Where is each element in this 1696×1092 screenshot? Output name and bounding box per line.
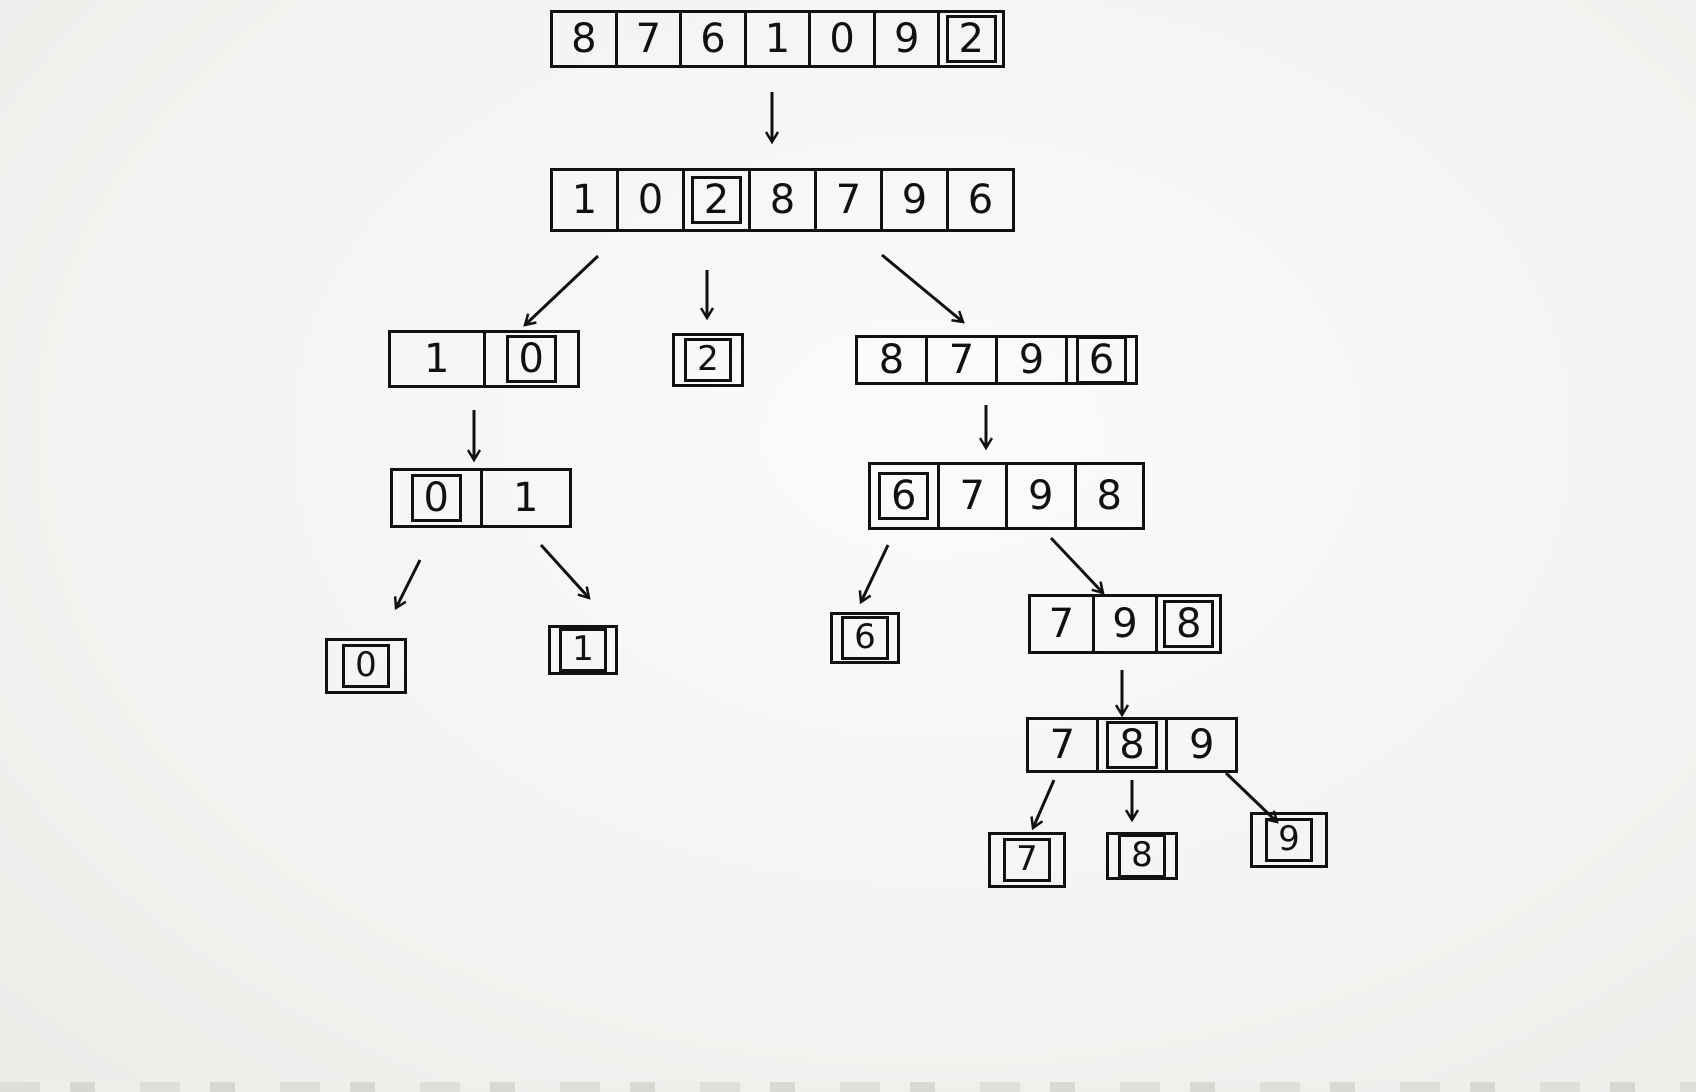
array-cell-pivot: 0 bbox=[393, 471, 480, 525]
array-cell: 7 bbox=[1048, 601, 1075, 647]
array-cell: 8 bbox=[571, 16, 597, 62]
array-cell-pivot: 6 bbox=[871, 465, 937, 527]
pivot-marker: 1 bbox=[559, 628, 607, 672]
array-cell: 0 bbox=[808, 13, 873, 65]
pivot-marker: 8 bbox=[1162, 600, 1215, 648]
pivot-marker: 2 bbox=[690, 176, 743, 224]
leaf-node: 1 bbox=[548, 625, 618, 675]
array-cell: 6 bbox=[946, 171, 1012, 229]
pivot-marker: 0 bbox=[505, 335, 557, 383]
array-cell: 7 bbox=[936, 465, 1006, 527]
pivot-marker: 6 bbox=[841, 616, 889, 660]
pivot-marker: 0 bbox=[410, 474, 462, 522]
array-cell: 7 bbox=[1049, 722, 1076, 768]
pivot-marker: 8 bbox=[1118, 834, 1166, 878]
array-cell: 6 bbox=[679, 13, 744, 65]
array-cell: 9 bbox=[1005, 465, 1074, 527]
array-cell: 9 bbox=[1091, 597, 1156, 651]
array-cell: 1 bbox=[479, 471, 570, 525]
leaf-node: 2 bbox=[672, 333, 744, 387]
array-cell: 1 bbox=[424, 336, 450, 382]
array-cell: 9 bbox=[872, 13, 938, 65]
pivot-marker: 8 bbox=[1106, 721, 1158, 769]
leaf-node: 6 bbox=[830, 612, 900, 664]
array-cell: 1 bbox=[743, 13, 809, 65]
array-row-right-partitioned: 6 7 9 8 bbox=[868, 462, 1145, 530]
pivot-marker: 2 bbox=[684, 338, 732, 382]
pivot-marker: 6 bbox=[878, 472, 930, 520]
array-cell: 7 bbox=[814, 171, 880, 229]
array-cell-pivot: 2 bbox=[937, 13, 1002, 65]
pivot-marker: 7 bbox=[1003, 838, 1051, 882]
array-cell: 9 bbox=[880, 171, 946, 229]
array-cell: 9 bbox=[995, 337, 1065, 383]
array-row-sub-789: 7 8 9 bbox=[1026, 717, 1238, 773]
array-row-left-partitioned: 0 1 bbox=[390, 468, 572, 528]
array-cell-pivot: 8 bbox=[1095, 720, 1166, 770]
leaf-node: 8 bbox=[1106, 832, 1178, 880]
leaf-node: 9 bbox=[1250, 812, 1328, 868]
array-row-initial: 8 7 6 1 0 9 2 bbox=[550, 10, 1005, 68]
array-cell-pivot: 2 bbox=[682, 171, 748, 229]
pivot-marker: 2 bbox=[945, 15, 997, 63]
pivot-marker: 0 bbox=[342, 644, 390, 688]
array-cell: 8 bbox=[748, 171, 814, 229]
array-cell: 7 bbox=[614, 13, 680, 65]
torn-paper-edge bbox=[0, 1082, 1696, 1092]
array-cell-pivot: 0 bbox=[482, 333, 578, 385]
array-row-left-sub: 1 0 bbox=[388, 330, 580, 388]
pivot-marker: 6 bbox=[1075, 336, 1128, 384]
array-row-right-sub: 8 7 9 6 bbox=[855, 335, 1138, 385]
array-cell: 0 bbox=[616, 171, 682, 229]
leaf-node: 0 bbox=[325, 638, 407, 694]
leaf-node: 7 bbox=[988, 832, 1066, 888]
array-cell-pivot: 6 bbox=[1065, 336, 1135, 384]
array-row-partitioned: 1 0 2 8 7 9 6 bbox=[550, 168, 1015, 232]
array-cell: 8 bbox=[878, 337, 905, 383]
array-row-sub-798: 7 9 8 bbox=[1028, 594, 1222, 654]
array-cell: 9 bbox=[1165, 720, 1235, 770]
pivot-marker: 9 bbox=[1265, 818, 1313, 862]
array-cell: 8 bbox=[1073, 465, 1143, 527]
array-cell: 7 bbox=[925, 337, 995, 383]
array-cell-pivot: 8 bbox=[1155, 597, 1219, 651]
array-cell: 1 bbox=[571, 177, 598, 223]
